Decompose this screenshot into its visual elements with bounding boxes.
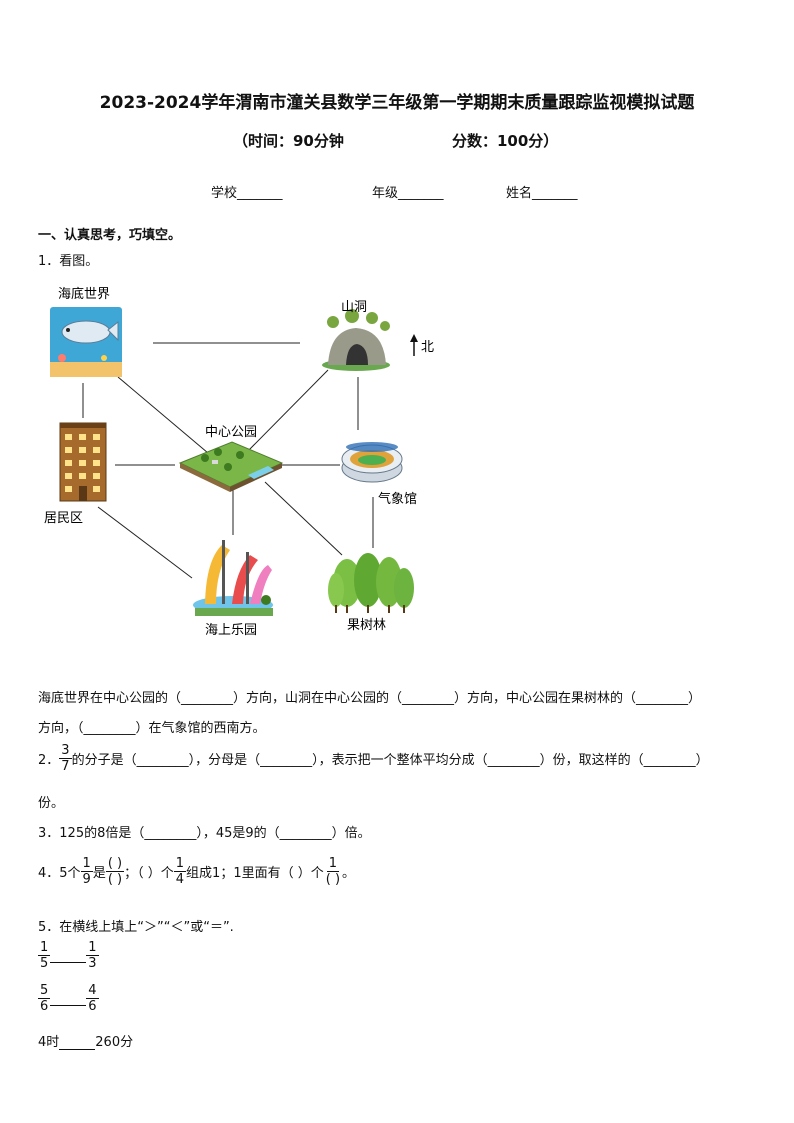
- question-4-part-e: 。: [342, 866, 356, 881]
- label-orchard: 果树林: [347, 618, 386, 633]
- fraction-denominator: 5: [40, 956, 49, 971]
- question-2-number: 2．: [38, 753, 60, 768]
- fraction-numerator: 1: [80, 856, 93, 872]
- compare-left-value: 4时: [38, 1035, 60, 1050]
- north-arrow-icon: [410, 334, 418, 356]
- fraction-3-7: 3 7: [59, 743, 72, 774]
- fraction-numerator: 1: [326, 856, 340, 872]
- label-residential: 居民区: [44, 511, 83, 526]
- question-4-part-b: 是: [92, 866, 106, 881]
- label-waterpark: 海上乐园: [205, 623, 257, 638]
- fraction-numerator: 5: [38, 983, 51, 999]
- answer-blank[interactable]: [59, 1049, 96, 1050]
- label-cave: 山洞: [341, 300, 367, 315]
- fraction-denominator: 7: [61, 759, 70, 774]
- fraction-denominator: 6: [88, 999, 97, 1014]
- orchard-icon: [328, 553, 414, 613]
- fraction-1-4: 1 4: [173, 856, 187, 887]
- direction-map: 海底世界 山洞 北 中心公园 气象馆 居民区 海上乐园 果树林: [44, 286, 434, 638]
- seaworld-icon: [50, 307, 122, 377]
- question-1-line-1: 海底世界在中心公园的（________）方向，山洞在中心公园的（________…: [38, 691, 702, 706]
- fraction-right: 1 3: [86, 940, 99, 971]
- fraction-denominator: 4: [175, 872, 185, 887]
- question-2: 2． 3 7 的分子是（________），分母是（________），表示把一…: [38, 743, 709, 774]
- cave-icon: [322, 309, 390, 371]
- fraction-left: 1 5: [38, 940, 51, 971]
- fraction-denominator: 6: [40, 999, 49, 1014]
- page-title: 2023-2024学年渭南市潼关县数学三年级第一学期期末质量跟踪监视模拟试题: [99, 93, 695, 113]
- weather-station-icon: [341, 442, 403, 483]
- fraction-left: 5 6: [38, 983, 51, 1014]
- answer-blank[interactable]: [50, 1005, 87, 1006]
- exam-time: （时间：90分钟: [233, 132, 344, 150]
- park-icon: [178, 441, 284, 492]
- question-2-line-2: 份。: [38, 796, 65, 811]
- fraction-numerator: 1: [86, 940, 99, 956]
- label-weather: 气象馆: [378, 491, 417, 507]
- compare-row-1: 1 5 1 3: [38, 940, 99, 971]
- label-seaworld: 海底世界: [58, 286, 110, 302]
- fraction-denominator: ( ): [107, 872, 123, 887]
- waterpark-icon: [193, 540, 273, 616]
- question-1-label: 1．看图。: [38, 254, 99, 269]
- question-4-part-d: 组成1；1里面有（ ）个: [186, 866, 324, 881]
- fraction-blank: ( ) ( ): [105, 856, 125, 887]
- question-4-part-a: 4．5个: [38, 866, 81, 881]
- fraction-numerator: 4: [86, 983, 99, 999]
- fraction-numerator: 1: [38, 940, 51, 956]
- exam-score: 分数：100分）: [452, 132, 559, 150]
- map-connectors: [82, 342, 374, 579]
- fraction-right: 4 6: [86, 983, 99, 1014]
- grade-field: 年级_______: [372, 186, 444, 201]
- question-2-text: 的分子是（________），分母是（________），表示把一个整体平均分成…: [71, 753, 709, 768]
- fraction-denominator: 9: [82, 872, 91, 887]
- fraction-numerator: ( ): [105, 856, 125, 872]
- section-heading: 一、认真思考，巧填空。: [38, 228, 182, 243]
- label-park: 中心公园: [205, 425, 257, 440]
- school-field: 学校_______: [211, 186, 283, 201]
- compare-row-3: 4时 260分: [38, 1031, 133, 1050]
- compare-row-2: 5 6 4 6: [38, 983, 99, 1014]
- compare-right-value: 260分: [95, 1035, 134, 1050]
- fraction-denominator: ( ): [325, 872, 341, 887]
- label-north: 北: [421, 340, 434, 355]
- question-1-line-2: 方向，（________）在气象馆的西南方。: [38, 721, 266, 736]
- question-3: 3．125的8倍是（________），45是9的（________）倍。: [38, 826, 371, 841]
- fraction-1-9: 1 9: [80, 856, 93, 887]
- name-field: 姓名_______: [506, 186, 578, 201]
- fraction-1-blank: 1 ( ): [324, 856, 342, 887]
- fraction-denominator: 3: [88, 956, 97, 971]
- fraction-numerator: 1: [173, 856, 187, 872]
- fraction-numerator: 3: [59, 743, 72, 759]
- answer-blank[interactable]: [50, 962, 87, 963]
- question-4: 4．5个 1 9 是 ( ) ( ) ；（ ）个 1 4 组成1；1里面有（ ）…: [38, 856, 355, 887]
- question-5: 5．在横线上填上“＞”“＜”或“＝”.: [38, 920, 234, 935]
- question-4-part-c: ；（ ）个: [124, 866, 174, 881]
- residential-icon: [59, 422, 107, 502]
